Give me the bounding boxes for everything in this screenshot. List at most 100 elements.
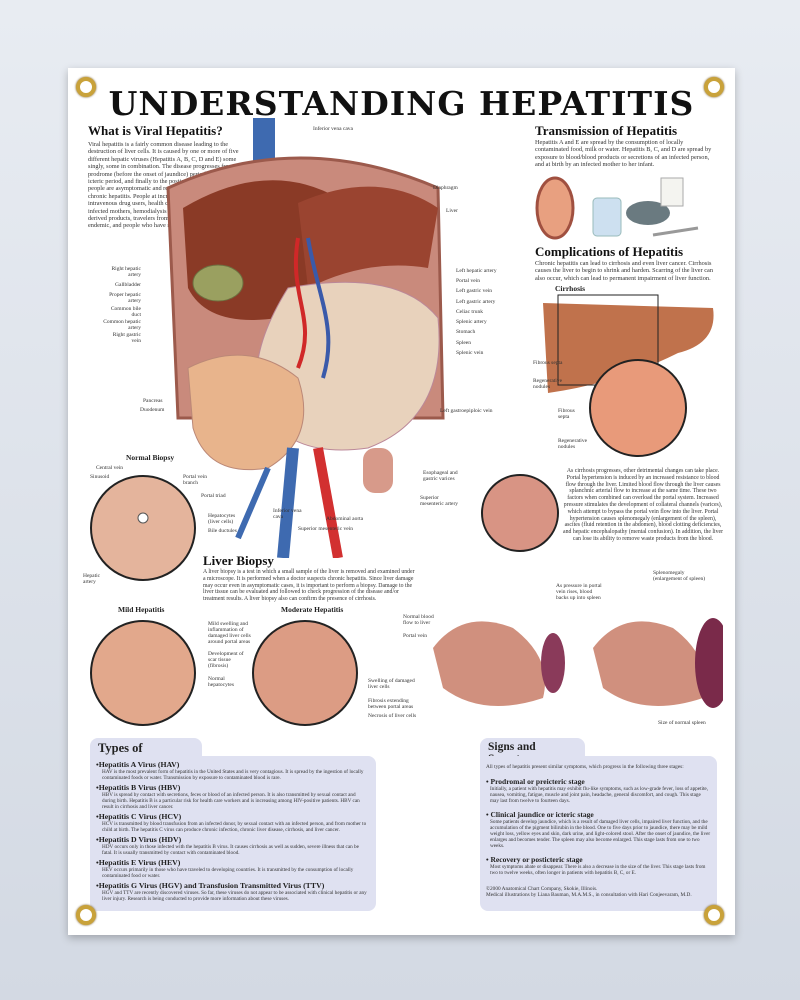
- anatomy-label-left-3: Common bile duct: [110, 306, 141, 318]
- anatomy-label-right-15: Abdominal aorta: [326, 516, 364, 522]
- liver-anatomy-illustration: [166, 118, 445, 558]
- anatomy-label-right-8: Splenic artery: [456, 319, 487, 325]
- anatomy-label-left-0: Right hepatic artery: [111, 266, 141, 278]
- type-description: HCV is transmitted by blood transfusion …: [102, 821, 367, 833]
- anatomy-label-right-5: Left gastric vein: [456, 288, 493, 294]
- credit-line-2: Medical illustrations by Liana Bauman, M…: [486, 892, 692, 899]
- normal-label-5: Bile ductules: [208, 528, 237, 534]
- anatomy-label-right-4: Portal vein: [456, 278, 480, 284]
- type-name: •Hepatitis B Virus (HBV): [96, 783, 181, 792]
- mild-label-1: Development of scar tissue (fibrosis): [208, 651, 244, 669]
- normal-label-2: Portal vein branch: [183, 474, 207, 486]
- stage-description: Some patients develop jaundice, which is…: [490, 819, 711, 850]
- anatomy-label-right-10: Spleen: [456, 340, 471, 346]
- type-name: •Hepatitis E Virus (HEV): [96, 858, 181, 867]
- stage-name: • Clinical jaundice or icteric stage: [486, 810, 594, 820]
- transmission-text: Hepatitis A and E are spread by the cons…: [535, 139, 712, 169]
- transmission-illustration: [535, 176, 699, 240]
- normal-biopsy-label: Normal Biopsy: [126, 453, 175, 462]
- normal-label-3: Portal triad: [201, 493, 226, 499]
- type-name: •Hepatitis C Virus (HCV): [96, 812, 182, 821]
- credit-line-1: ©2000 Anatomical Chart Company, Skokie, …: [486, 886, 598, 893]
- cirrhosis-label-0: Fibrous septa: [533, 360, 563, 366]
- anatomy-label-left-6: Pancreas: [143, 398, 163, 404]
- anatomy-label-right-3: Left hepatic artery: [456, 268, 497, 274]
- type-description: HAV is the most prevalent form of hepati…: [102, 769, 364, 781]
- grommet-top-left: [76, 77, 96, 97]
- mild-hepatitis-label: Mild Hepatitis: [118, 605, 165, 614]
- mild-label-0: Mild swelling and inflammation of damage…: [208, 621, 251, 645]
- cirrhosis-label-3: Regenerative nodules: [558, 438, 588, 450]
- transmission-heading: Transmission of Hepatitis: [535, 123, 678, 138]
- anatomy-label-right-14: Inferior vena cava: [273, 508, 302, 520]
- cirrhosis-label-1: Regenerative nodules: [533, 378, 563, 390]
- hepatitis-poster: UNDERSTANDING HEPATITIS What is Viral He…: [68, 68, 735, 935]
- anatomy-label-left-7: Duodenum: [140, 407, 165, 413]
- anatomy-label-left-2: Proper hepatic artery: [109, 292, 141, 304]
- grommet-bottom-right: [704, 905, 724, 925]
- liver-biopsy-heading: Liver Biopsy: [203, 553, 274, 568]
- mild-hepatitis-illustration: [90, 620, 196, 726]
- signs-panel: All types of hepatitis present similar s…: [480, 756, 717, 911]
- moderate-label-0: Swelling of damaged liver cells: [368, 678, 415, 690]
- portal-hypertension-illustration: [433, 618, 723, 708]
- varices-illustration: [481, 474, 559, 552]
- normal-label-0: Central vein: [96, 465, 124, 471]
- portal-label-5: Size of normal spleen: [658, 720, 706, 726]
- type-description: HGV and TTV are recently discovered viru…: [102, 890, 367, 902]
- stage-description: Initially, a patient with hepatitis may …: [490, 786, 708, 805]
- type-name: •Hepatitis D Virus (HDV): [96, 835, 182, 844]
- grommet-bottom-left: [76, 905, 96, 925]
- types-panel: •Hepatitis A Virus (HAV)HAV is the most …: [90, 756, 376, 911]
- cirrhosis-illustration: [543, 294, 714, 457]
- viral-section: What is Viral Hepatitis? Viral hepatitis…: [88, 123, 268, 230]
- moderate-label-2: Necrosis of liver cells: [368, 713, 417, 719]
- anatomy-label-right-1: Diaphragm: [433, 185, 458, 191]
- signs-intro: All types of hepatitis present similar s…: [486, 764, 684, 770]
- stage-name: • Prodromal or preicteric stage: [486, 777, 585, 787]
- varices-label: Esophageal and gastric varices: [423, 470, 458, 482]
- anatomy-label-left-1: Gallbladder: [115, 282, 141, 288]
- type-name: •Hepatitis A Virus (HAV): [96, 760, 180, 769]
- anatomy-label-left-5: Right gastric vein: [112, 332, 141, 344]
- portal-label-4: Splenomegaly (enlargement of spleen): [653, 570, 706, 582]
- moderate-hepatitis-illustration: [252, 620, 358, 726]
- type-description: HEV occurs primarily in those who have t…: [102, 867, 354, 879]
- liver-biopsy-text: A liver biopsy is a test in which a smal…: [203, 569, 415, 603]
- portal-label-2: Portal vein: [403, 633, 427, 639]
- moderate-label-1: Fibrosis extending between portal areas: [368, 698, 414, 710]
- complications-text: Chronic hepatitis can lead to cirrhosis …: [535, 260, 714, 282]
- anatomy-label-left-4: Common hepatic artery: [103, 319, 141, 331]
- type-description: HBV is spread by contact with secretions…: [102, 792, 360, 810]
- stage-name: • Recovery or posticteric stage: [486, 855, 583, 865]
- viral-heading: What is Viral Hepatitis?: [88, 123, 223, 138]
- stage-description: Most symptoms abate or disappear. There …: [490, 864, 706, 877]
- cirrhosis-label-2: Fibrous septa: [558, 408, 575, 420]
- liver-biopsy-section: Liver Biopsy A liver biopsy is a test in…: [203, 553, 418, 603]
- normal-label-4: Hepatocytes (liver cells): [208, 513, 236, 525]
- transmission-section: Transmission of Hepatitis Hepatitis A an…: [535, 123, 715, 169]
- anatomy-label-right-2: Liver: [446, 208, 458, 214]
- type-description: HDV occurs only in those infected with t…: [102, 844, 359, 856]
- anatomy-label-right-0: Inferior vena cava: [313, 126, 354, 132]
- cirrhosis-label: Cirrhosis: [555, 284, 585, 293]
- anatomy-label-right-16: Superior mesenteric vein: [298, 526, 353, 532]
- normal-label-6: Hepatic artery: [83, 573, 101, 585]
- portal-hypertension-text: As cirrhosis progresses, other detriment…: [563, 468, 724, 542]
- complications-section: Complications of Hepatitis Chronic hepat…: [535, 244, 715, 282]
- mild-label-2: Normal hepatocytes: [208, 676, 234, 688]
- portal-label-3: As pressure in portal vein rises, blood …: [556, 583, 602, 601]
- normal-biopsy-illustration: [90, 475, 196, 581]
- type-name: •Hepatitis G Virus (HGV) and Transfusion…: [96, 881, 325, 890]
- anatomy-label-right-12: Left gastroepiploic vein: [440, 408, 493, 414]
- complications-heading: Complications of Hepatitis: [535, 244, 684, 259]
- anatomy-label-right-11: Splenic vein: [456, 350, 484, 356]
- normal-label-1: Sinusoid: [90, 474, 110, 480]
- grommet-top-right: [704, 77, 724, 97]
- moderate-hepatitis-label: Moderate Hepatitis: [281, 605, 344, 614]
- anatomy-label-right-13: Superior mesenteric artery: [420, 495, 459, 507]
- portal-label-1: Normal blood flow to liver: [403, 614, 434, 626]
- anatomy-label-right-7: Celiac trunk: [456, 309, 484, 315]
- anatomy-label-right-6: Left gastric artery: [456, 299, 496, 305]
- anatomy-label-right-9: Stomach: [456, 329, 476, 335]
